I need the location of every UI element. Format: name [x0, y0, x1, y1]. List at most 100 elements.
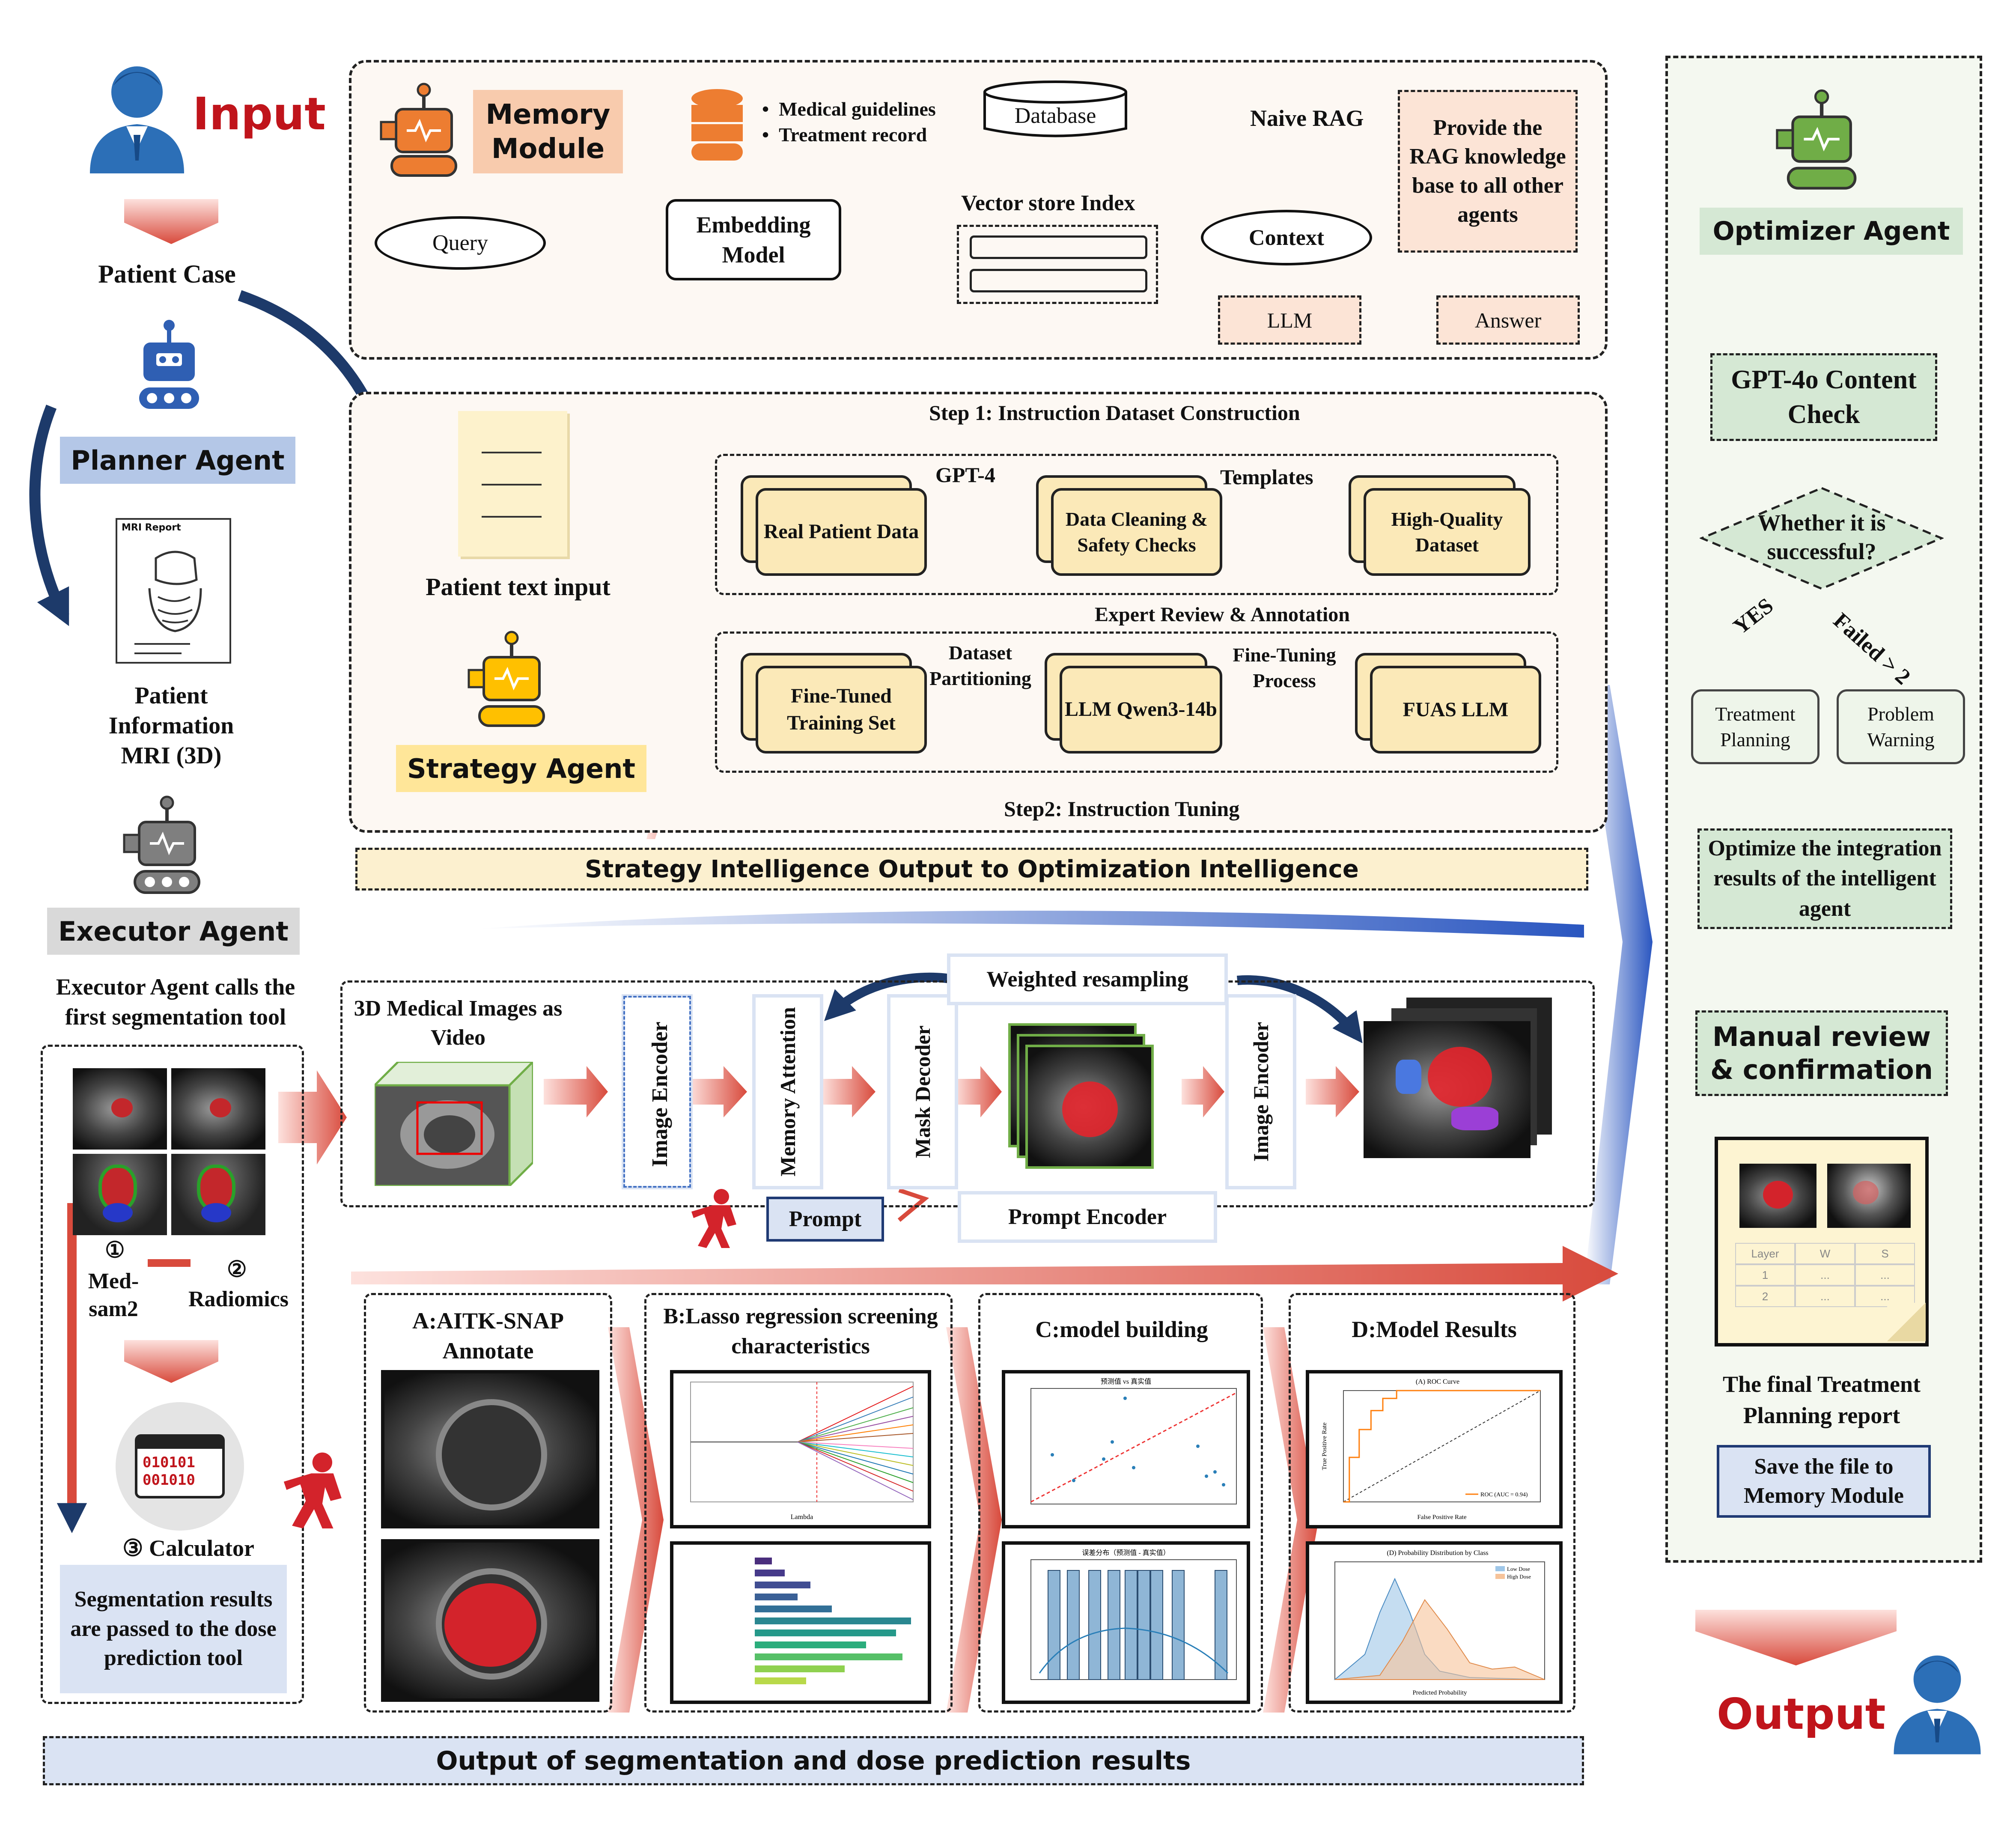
patient-info-line1: Patient	[134, 682, 208, 709]
prediction-scatter-chart: 预测值 vs 真实值	[1002, 1370, 1250, 1528]
kde-chart: (D) Probability Distribution by Class Lo…	[1306, 1541, 1563, 1704]
kde-title: (D) Probability Distribution by Class	[1387, 1549, 1488, 1557]
expert-review-label: Expert Review & Annotation	[998, 599, 1447, 629]
treatment-planning-box[interactable]: Treatment Planning	[1691, 689, 1819, 764]
manual-review-box[interactable]: Manual review & confirmation	[1695, 1010, 1948, 1096]
fuas-llm-box[interactable]: FUAS LLM	[1370, 666, 1541, 754]
report-cell: 1	[1735, 1264, 1795, 1286]
scatter-title: 预测值 vs 真实值	[1101, 1378, 1151, 1385]
mri-annotate-raw	[381, 1370, 599, 1528]
image-encoder-2-label: Image Encoder	[1249, 1022, 1273, 1162]
context-ellipse[interactable]: Context	[1201, 210, 1372, 265]
patient-info-line2: Information	[108, 712, 234, 739]
planner-agent-label: Planner Agent	[60, 437, 295, 484]
naive-rag-label: Naive RAG	[1250, 105, 1364, 131]
llm-box[interactable]: LLM	[1218, 295, 1361, 345]
doctor-output-icon	[1886, 1646, 1989, 1760]
gpt4o-check-box[interactable]: GPT-4o Content Check	[1710, 353, 1937, 441]
memory-attention-block[interactable]: Memory Attention	[756, 998, 820, 1186]
prompt-figure-icon	[687, 1186, 747, 1250]
panel-a: A:AITK-SNAP Annotate	[364, 1293, 612, 1713]
problem-warning-box[interactable]: Problem Warning	[1837, 689, 1965, 764]
weighted-resampling-box[interactable]: Weighted resampling	[950, 957, 1224, 1002]
tool1-number: ①	[105, 1238, 125, 1263]
embedding-model-box[interactable]: Embedding Model	[666, 199, 841, 280]
image-encoder-2-block[interactable]: Image Encoder	[1229, 998, 1293, 1186]
save-memory-button[interactable]: Save the file to Memory Module	[1717, 1445, 1931, 1518]
database-stack-icon	[687, 86, 747, 163]
panel-d: D:Model Results (A) ROC Curve ROC (AUC =…	[1289, 1293, 1575, 1713]
patient-text-note-icon	[458, 411, 567, 557]
optimizer-robot-icon	[1772, 86, 1869, 193]
mri-thumb-2	[171, 1068, 265, 1150]
panel-b-title: B:Lasso regression screening characteris…	[663, 1304, 938, 1358]
data-cleaning-box[interactable]: Data Cleaning & Safety Checks	[1051, 488, 1222, 576]
to-optimizer-blue-arrow	[1584, 685, 1653, 1284]
image-encoder-block[interactable]: Image Encoder	[623, 996, 691, 1188]
segmentation-output-bar: Output of segmentation and dose predicti…	[43, 1736, 1584, 1785]
roc-ylabel: True Positive Rate	[1321, 1422, 1328, 1470]
executor-tools-panel: ① Med-sam2 ② Radiomics 010101 001010 ③ C…	[41, 1045, 304, 1704]
database-label: Database	[1014, 103, 1096, 128]
planner-robot-icon	[126, 317, 212, 415]
step2-frame	[715, 631, 1558, 773]
report-cell: ...	[1795, 1264, 1855, 1286]
optimize-results-box[interactable]: Optimize the integration results of the …	[1697, 828, 1952, 929]
step1-label: Step 1: Instruction Dataset Construction	[929, 401, 1300, 425]
llm-qwen-box[interactable]: LLM Qwen3-14b	[1060, 666, 1222, 754]
final-report-label: The final Treatment Planning report	[1723, 1371, 1921, 1428]
3d-images-label: 3D Medical Images as Video	[354, 996, 563, 1050]
vector-index-label: Vector store Index	[961, 191, 1135, 215]
kde-legend-low-swatch	[1495, 1566, 1505, 1571]
prompt-box[interactable]: Prompt	[766, 1197, 884, 1242]
mri-thumb-1	[73, 1068, 167, 1150]
patient-case-label: Patient Case	[98, 259, 236, 288]
histogram-title: 误差分布（预测值 - 真实值）	[1082, 1549, 1170, 1557]
error-histogram-chart: 误差分布（预测值 - 真实值）	[1002, 1541, 1250, 1704]
answer-box[interactable]: Answer	[1436, 295, 1580, 345]
roc-legend-text: ROC (AUC = 0.94)	[1480, 1492, 1528, 1498]
echo-thumb-2	[171, 1154, 265, 1235]
executor-robot-icon	[120, 792, 214, 899]
strategy-output-bar: Strategy Intelligence Output to Optimiza…	[355, 848, 1588, 891]
panel-c-title: C:model building	[1035, 1317, 1208, 1342]
output-label: Output	[1717, 1689, 1886, 1739]
fine-tuned-training-set-box[interactable]: Fine-Tuned Training Set	[756, 666, 927, 754]
report-cell: ...	[1855, 1264, 1915, 1286]
memory-robot-icon	[377, 79, 467, 178]
database-cylinder[interactable]: Database	[983, 79, 1128, 143]
panel-c: C:model building 预测值 vs 真实值 误差分布（预测值 - 真…	[978, 1293, 1263, 1713]
kde-xlabel: Predicted Probability	[1412, 1689, 1467, 1696]
strategy-robot-icon	[465, 627, 557, 730]
real-patient-data-box[interactable]: Real Patient Data	[756, 488, 927, 576]
calculator-code: 010101 001010	[143, 1454, 195, 1489]
bullet-treatment: • Treatment record	[762, 123, 927, 146]
patient-text-input-label: Patient text input	[426, 572, 610, 601]
high-quality-dataset-box[interactable]: High-Quality Dataset	[1364, 488, 1531, 576]
calculator-icon[interactable]: 010101 001010	[116, 1402, 244, 1531]
final-report-document[interactable]: Layer W S 1 ... ... 2 ... ...	[1715, 1137, 1929, 1346]
tool2-radiomics-label[interactable]: Radiomics	[188, 1287, 289, 1311]
decision-label: Whether it is successful?	[1757, 509, 1886, 565]
tool3-calculator-label[interactable]: ③ Calculator	[122, 1535, 254, 1561]
fine-tuning-process-label: Fine-Tuning Process	[1233, 644, 1336, 691]
roc-chart: (A) ROC Curve ROC (AUC = 0.94) False Pos…	[1306, 1370, 1563, 1528]
query-ellipse[interactable]: Query	[375, 216, 546, 270]
prompt-encoder-box[interactable]: Prompt Encoder	[961, 1194, 1214, 1239]
lasso-path-chart: Lambda	[670, 1370, 931, 1528]
tool2-number: ②	[227, 1257, 247, 1282]
vector-index-box[interactable]	[957, 225, 1158, 304]
mri-report-title: MRI Report	[122, 522, 181, 533]
bullet-guidelines: • Medical guidelines	[762, 98, 936, 120]
provide-rag-note: Provide the RAG knowledge base to all ot…	[1398, 90, 1578, 253]
kde-legend-high-swatch	[1495, 1574, 1505, 1579]
strategy-output-blue-arrow	[475, 911, 1584, 938]
decision-diamond[interactable]: Whether it is successful?	[1699, 486, 1945, 591]
tool1-medsam2-label[interactable]: Med-sam2	[88, 1269, 139, 1321]
report-cell: S	[1855, 1243, 1915, 1264]
kde-high-dose-area	[1334, 1599, 1545, 1680]
mask-decoder-block[interactable]: Mask Decoder	[890, 998, 955, 1186]
seg-passed-note: Segmentation results are passed to the d…	[60, 1565, 287, 1693]
executor-description: Executor Agent calls the first segmentat…	[56, 974, 295, 1030]
roc-title: (A) ROC Curve	[1416, 1378, 1459, 1385]
